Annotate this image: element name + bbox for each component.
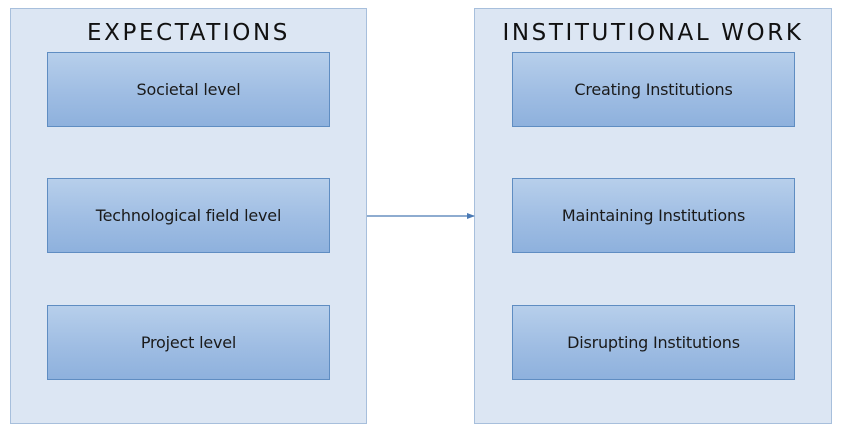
maintaining-institutions-box: Maintaining Institutions — [512, 178, 795, 253]
societal-level-box: Societal level — [47, 52, 330, 127]
technological-field-level-box: Technological field level — [47, 178, 330, 253]
expectations-title: EXPECTATIONS — [87, 20, 290, 46]
expectations-panel: EXPECTATIONS Societal level Technologica… — [10, 8, 367, 424]
creating-institutions-box: Creating Institutions — [512, 52, 795, 127]
project-level-box: Project level — [47, 305, 330, 380]
institutional-work-panel: INSTITUTIONAL WORK Creating Institutions… — [474, 8, 832, 424]
disrupting-institutions-box: Disrupting Institutions — [512, 305, 795, 380]
institutional-work-title: INSTITUTIONAL WORK — [502, 20, 804, 46]
